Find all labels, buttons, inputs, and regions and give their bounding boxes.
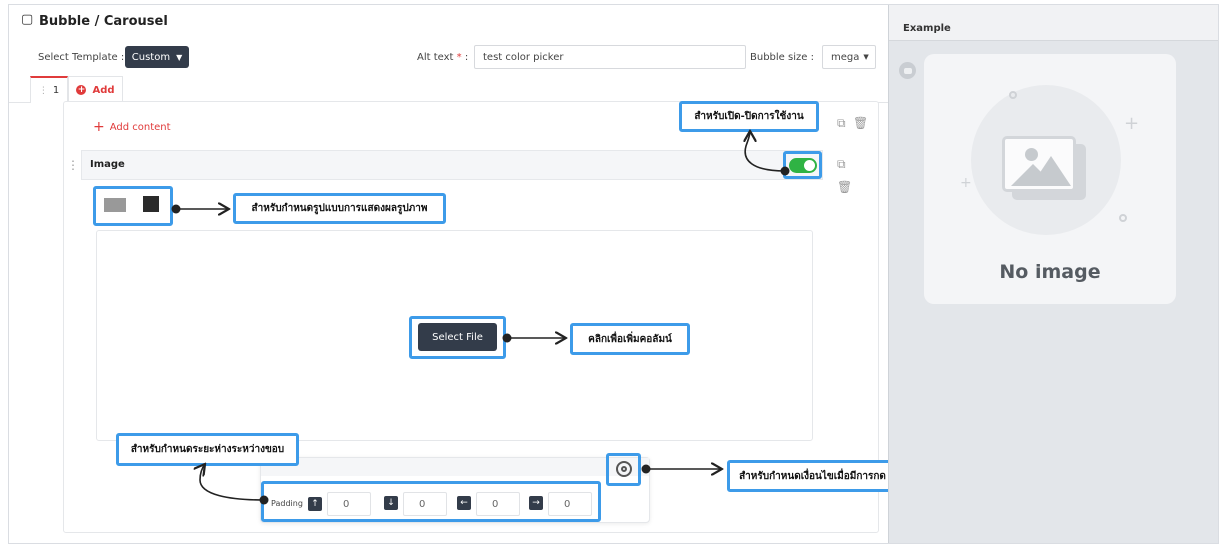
action-target-inner <box>621 466 627 472</box>
tab-1[interactable]: ⋮ 1 <box>30 76 68 103</box>
bot-icon <box>903 67 912 74</box>
alt-text-colon: : <box>464 52 469 63</box>
preview-header <box>889 5 1218 41</box>
callout-select-file: คลิกเพื่อเพิ่มคอลัมน์ <box>570 323 690 355</box>
no-image-text: No image <box>999 261 1101 283</box>
tab-1-label: 1 <box>52 85 60 96</box>
required-marker: * <box>456 52 462 63</box>
padding-right-input[interactable]: 0 <box>548 492 592 516</box>
padding-top-input[interactable]: 0 <box>327 492 371 516</box>
add-content-button[interactable]: + Add content <box>93 119 171 135</box>
plus-icon: + <box>93 119 105 135</box>
drag-handle-icon: ⋮ <box>38 85 48 96</box>
caret-down-icon: ▼ <box>176 52 183 62</box>
alt-text-value: test color picker <box>483 51 564 63</box>
padding-bottom-input[interactable]: 0 <box>403 492 447 516</box>
template-select[interactable]: Custom ▼ <box>125 46 189 68</box>
padding-right-icon: → <box>529 496 543 510</box>
padding-left-value: 0 <box>492 498 499 510</box>
callout-toggle: สำหรับเปิด-ปิดการใช้งาน <box>679 101 819 132</box>
callout-action: สำหรับกำหนดเงื่อนไขเมื่อมีการกด <box>727 460 898 492</box>
copy-icon[interactable]: ⧉ <box>837 116 846 130</box>
enable-toggle[interactable] <box>789 158 817 173</box>
padding-bottom-value: 0 <box>419 498 426 510</box>
editor-panel: ▢ Bubble / Carousel Select Template : Cu… <box>9 5 898 543</box>
alt-text-label-text: Alt text <box>417 52 454 63</box>
photo-placeholder-icon <box>1002 136 1086 202</box>
add-tab-button[interactable]: + Add <box>68 76 123 103</box>
padding-label: Padding <box>271 499 303 508</box>
example-label: Example <box>903 23 951 34</box>
trash-icon[interactable]: 🗑 <box>837 180 853 194</box>
alt-text-label: Alt text * : <box>417 52 468 63</box>
image-block-header <box>81 150 823 180</box>
callout-padding: สำหรับกำหนดระยะห่างระหว่างขอบ <box>116 433 299 466</box>
display-mode-fill-button[interactable] <box>143 196 159 212</box>
padding-bottom-icon: ↓ <box>384 496 398 510</box>
add-content-label: Add content <box>109 121 171 133</box>
padding-left-icon: ← <box>457 496 471 510</box>
bot-avatar <box>899 62 916 79</box>
select-file-button[interactable]: Select File <box>418 323 497 351</box>
add-tab-label: Add <box>92 84 115 96</box>
bubble-size-label: Bubble size : <box>750 52 814 63</box>
padding-top-value: 0 <box>343 498 350 510</box>
sparkle-icon <box>1119 214 1127 222</box>
popover-header-bar <box>261 458 649 476</box>
caret-down-icon: ▼ <box>863 53 869 61</box>
preview-panel: Example + + No image <box>888 5 1218 543</box>
image-block-label: Image <box>90 159 125 170</box>
trash-icon[interactable]: 🗑 <box>853 116 869 130</box>
bubble-size-select[interactable]: mega ▼ <box>822 45 876 69</box>
display-mode-fit-button[interactable] <box>104 198 126 212</box>
bubble-size-value: mega <box>831 51 860 63</box>
padding-right-value: 0 <box>564 498 571 510</box>
toggle-knob <box>804 160 815 171</box>
bubble-icon: ▢ <box>21 12 34 27</box>
plus-circle-icon: + <box>76 85 87 95</box>
template-select-value: Custom <box>131 51 171 63</box>
action-highlight <box>606 453 641 486</box>
select-template-label: Select Template : <box>38 52 125 63</box>
callout-display-mode: สำหรับกำหนดรูปแบบการแสดงผลรูปภาพ <box>233 193 446 224</box>
padding-top-icon: ↑ <box>308 497 322 511</box>
preview-bubble: + + No image <box>924 54 1176 304</box>
alt-text-input[interactable]: test color picker <box>474 45 746 69</box>
action-target-icon[interactable] <box>616 461 632 477</box>
page-title: Bubble / Carousel <box>39 14 168 29</box>
padding-left-input[interactable]: 0 <box>476 492 520 516</box>
sparkle-plus-icon: + <box>960 175 972 191</box>
sparkle-plus-icon: + <box>1124 113 1140 134</box>
sparkle-icon <box>1009 91 1017 99</box>
copy-icon[interactable]: ⧉ <box>837 157 846 171</box>
select-file-label: Select File <box>432 331 483 343</box>
